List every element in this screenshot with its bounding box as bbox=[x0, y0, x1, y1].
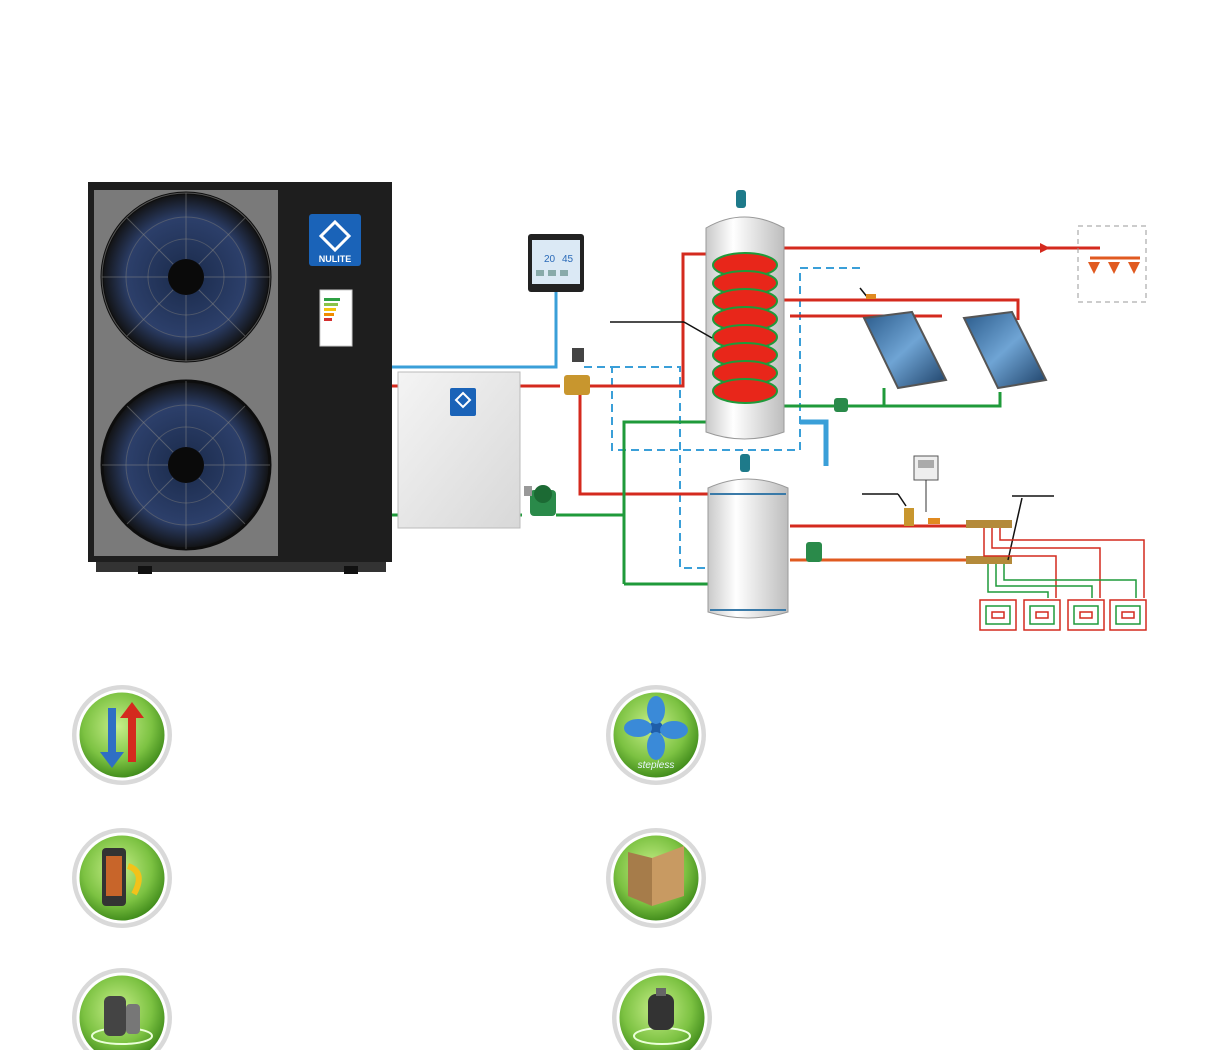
manifold bbox=[966, 520, 1012, 564]
unit-logo: NULITE bbox=[309, 214, 361, 266]
solar-collector-2 bbox=[962, 310, 1048, 390]
solar-return bbox=[780, 388, 886, 408]
three-way-valve bbox=[564, 348, 590, 395]
controller-cable bbox=[392, 292, 558, 369]
hot-to-buffer bbox=[578, 392, 708, 496]
solar-collector-1 bbox=[862, 310, 948, 390]
controller-temp-right: 45 bbox=[562, 254, 574, 265]
logo-text: NULITE bbox=[319, 254, 352, 264]
indoor-hydraulic-module bbox=[397, 371, 521, 529]
floor-pump bbox=[806, 542, 822, 562]
heating-coil bbox=[712, 252, 778, 404]
heating-cooling-arrows-icon bbox=[100, 702, 144, 768]
hot-water-tank bbox=[610, 190, 785, 440]
feature-badge-heating-cooling bbox=[72, 685, 172, 785]
floor-loop-4 bbox=[1109, 599, 1147, 631]
controller-temp-left: 20 bbox=[544, 254, 556, 265]
floor-loop-1 bbox=[979, 599, 1017, 631]
upper-fan bbox=[100, 191, 272, 363]
rotary-compressor-icon bbox=[633, 988, 691, 1045]
compressor-icon bbox=[91, 996, 153, 1045]
wall-controller: 20 45 bbox=[528, 234, 584, 292]
feature-badge-stepless-fan: stepless bbox=[606, 685, 706, 785]
circulation-pump bbox=[524, 485, 556, 516]
buffer-tank bbox=[707, 454, 789, 619]
floor-thermostat bbox=[913, 455, 939, 512]
feature-badge-insulation bbox=[606, 828, 706, 928]
stepless-fan-icon bbox=[624, 696, 688, 760]
fan-badge-caption: stepless bbox=[638, 760, 675, 771]
underfloor-loops bbox=[979, 528, 1147, 631]
floor-loop-3 bbox=[1067, 599, 1105, 631]
solar-supply bbox=[780, 298, 1020, 320]
lower-fan bbox=[100, 379, 272, 551]
return-from-tank bbox=[622, 420, 708, 584]
energy-label bbox=[319, 289, 353, 347]
shower-outlets bbox=[1077, 225, 1147, 303]
outdoor-heat-pump-unit: NULITE bbox=[88, 182, 392, 574]
sensor-line-2 bbox=[612, 366, 708, 569]
water-tank-icon bbox=[102, 848, 142, 906]
insulation-panel-icon bbox=[628, 846, 684, 906]
solar-pump bbox=[834, 398, 848, 412]
feature-badge-water-tank bbox=[72, 828, 172, 928]
floor-loop-2 bbox=[1023, 599, 1061, 631]
feature-badge-rotary-compressor bbox=[612, 968, 712, 1050]
cold-inlet-pipe bbox=[800, 419, 829, 466]
feature-badge-compressor bbox=[72, 968, 172, 1050]
hot-to-tank bbox=[590, 252, 712, 388]
